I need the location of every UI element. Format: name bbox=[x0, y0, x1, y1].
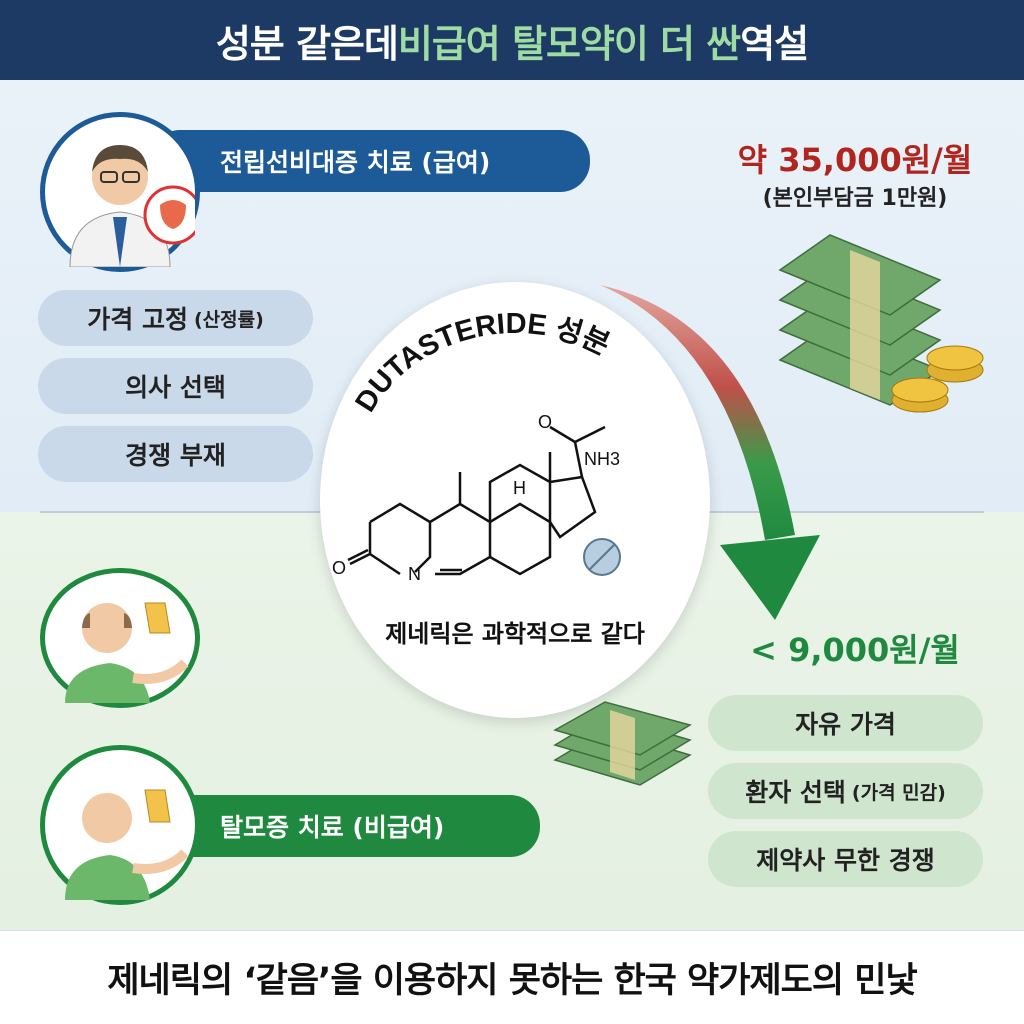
uncovered-banner: 탈모증 치료 (비급여) bbox=[150, 795, 540, 857]
footer-conclusion: 제네릭의 ‘같음’을 이용하지 못하는 한국 약가제도의 민낯 bbox=[0, 930, 1024, 1024]
uncovered-price: < 9,000원/월 bbox=[750, 631, 960, 669]
doctor-icon bbox=[69, 145, 203, 268]
footer-text: 제네릭의 ‘같음’을 이용하지 못하는 한국 약가제도의 민낯 bbox=[107, 961, 917, 1001]
title-part2: 역설 bbox=[740, 21, 809, 66]
uncovered-feature-2: 환자 선택(가격 민감) bbox=[708, 763, 983, 819]
covered-copay: (본인부담금 1만원) bbox=[762, 186, 948, 211]
balding-man-icon bbox=[65, 602, 189, 703]
oxygen-label-left: O bbox=[332, 558, 346, 578]
price-drop-arrow-icon bbox=[600, 285, 820, 620]
nitrogen-label: N bbox=[408, 564, 421, 584]
title-part1: 성분 같은데 bbox=[215, 21, 399, 66]
molecule-diagram: DUTASTERIDE 성분 O O N NH3 H 제네릭은 과학적으로 같다 bbox=[332, 308, 645, 648]
doctor-avatar bbox=[40, 112, 203, 272]
title-highlight: 비급여 탈모약이 더 싼 bbox=[397, 21, 741, 66]
uncovered-feature-3: 제약사 무한 경쟁 bbox=[708, 831, 983, 887]
covered-feature-2: 의사 선택 bbox=[38, 358, 313, 414]
title-banner: 성분 같은데 비급여 탈모약이 더 싼 역설 bbox=[0, 0, 1024, 80]
dutasteride-circle: DUTASTERIDE 성분 O O N NH3 H 제네릭은 과학적으로 같다 bbox=[320, 282, 710, 718]
patient-avatar-2 bbox=[40, 745, 200, 905]
covered-feature-1: 가격 고정(산정률) bbox=[38, 290, 313, 346]
hydrogen-label: H bbox=[513, 478, 526, 498]
uncovered-feature-1: 자유 가격 bbox=[708, 695, 983, 751]
oxygen-label-top: O bbox=[538, 412, 552, 432]
money-stack-small-icon bbox=[553, 701, 692, 786]
money-stack-large-icon bbox=[778, 234, 984, 413]
covered-feature-3: 경쟁 부재 bbox=[38, 426, 313, 482]
generic-caption: 제네릭은 과학적으로 같다 bbox=[385, 620, 645, 648]
covered-banner-label: 전립선비대증 치료 (급여) bbox=[220, 148, 491, 177]
covered-price: 약 35,000원/월 bbox=[737, 141, 973, 179]
covered-banner: 전립선비대증 치료 (급여) bbox=[150, 130, 590, 192]
ingredient-title: DUTASTERIDE 성분 bbox=[349, 308, 614, 418]
amine-label: NH3 bbox=[584, 449, 620, 469]
balding-man-icon bbox=[65, 789, 189, 900]
patient-avatar-1 bbox=[40, 568, 200, 708]
uncovered-banner-label: 탈모증 치료 (비급여) bbox=[220, 813, 445, 842]
